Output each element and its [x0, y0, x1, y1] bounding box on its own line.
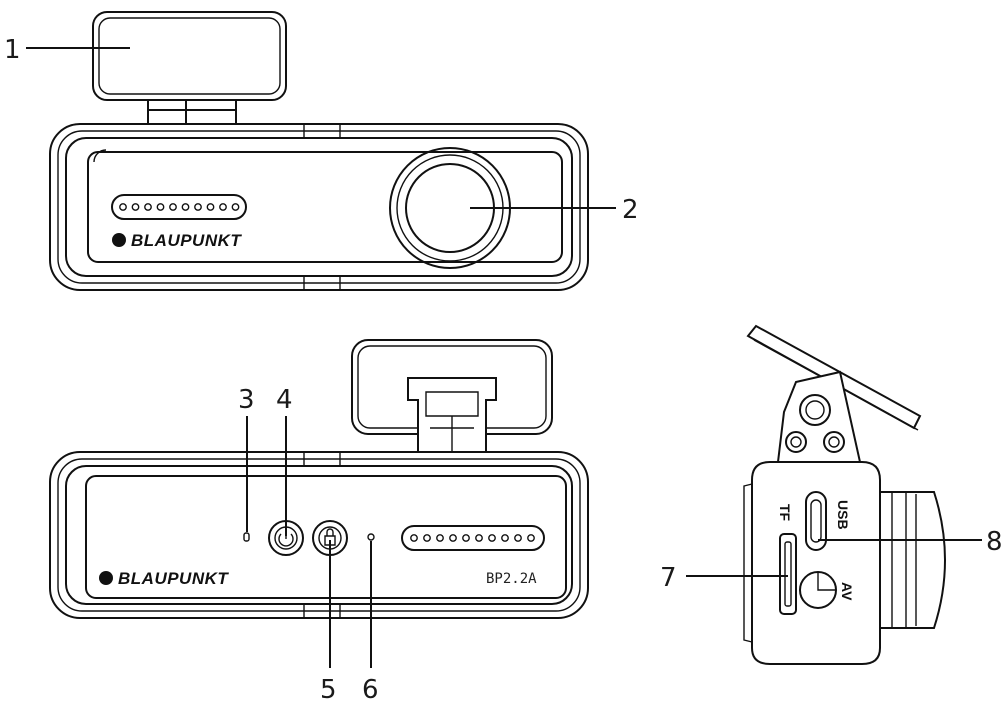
brand-logo-dot [99, 571, 113, 585]
front-speaker-grille [111, 194, 247, 220]
front-view: BLAUPUNKT [49, 11, 589, 291]
grille-hole [156, 203, 165, 211]
grille-hole [219, 203, 227, 211]
brand-logo-dot [112, 233, 126, 247]
side-lens-barrel [879, 491, 946, 629]
grille-hole [423, 534, 431, 542]
grille-hole [194, 203, 202, 211]
grille-hole [169, 203, 177, 211]
callout-8: 8 [986, 527, 1003, 557]
grille-hole [410, 534, 418, 542]
callout-1: 1 [4, 35, 21, 65]
brand-name-rear: BLAUPUNKT [118, 569, 229, 588]
callout-6: 6 [362, 675, 379, 705]
grille-hole [514, 534, 522, 542]
brand-name-front: BLAUPUNKT [131, 231, 242, 250]
callout-7: 7 [660, 563, 677, 593]
microphone-hole [367, 533, 375, 541]
status-led-indicator [243, 532, 250, 542]
callout-5: 5 [320, 675, 337, 705]
grille-hole [436, 534, 444, 542]
grille-hole [488, 534, 496, 542]
callout-2: 2 [622, 195, 639, 225]
tf-label: TF [777, 504, 793, 522]
rear-view: BLAUPUNKT BP2.2A [49, 339, 589, 619]
grille-hole [501, 534, 509, 542]
callout-3: 3 [238, 385, 255, 415]
grille-hole [144, 203, 152, 211]
rear-panel [85, 475, 567, 599]
tf-card-slot[interactable] [779, 533, 797, 615]
grille-hole [231, 203, 240, 211]
grille-hole [131, 203, 140, 211]
lock-icon [324, 528, 336, 546]
usb-port[interactable] [805, 491, 827, 551]
callouts: 1 2 3 4 5 6 7 8 [4, 35, 1003, 705]
grille-hole [475, 534, 483, 542]
rear-speaker-grille [401, 525, 545, 551]
grille-hole [462, 534, 470, 542]
usb-label: USB [835, 500, 851, 530]
grille-hole [181, 203, 190, 211]
grille-hole [119, 203, 127, 211]
model-number: BP2.2A [486, 571, 537, 587]
callout-4: 4 [276, 385, 293, 415]
side-view: USB TF AV [743, 324, 946, 665]
grille-hole [527, 534, 535, 542]
mount-pad [92, 11, 287, 101]
av-label: AV [839, 582, 855, 601]
mount-neck [147, 100, 237, 126]
grille-hole [449, 534, 457, 542]
av-port[interactable] [799, 571, 837, 609]
grille-hole [206, 203, 215, 211]
